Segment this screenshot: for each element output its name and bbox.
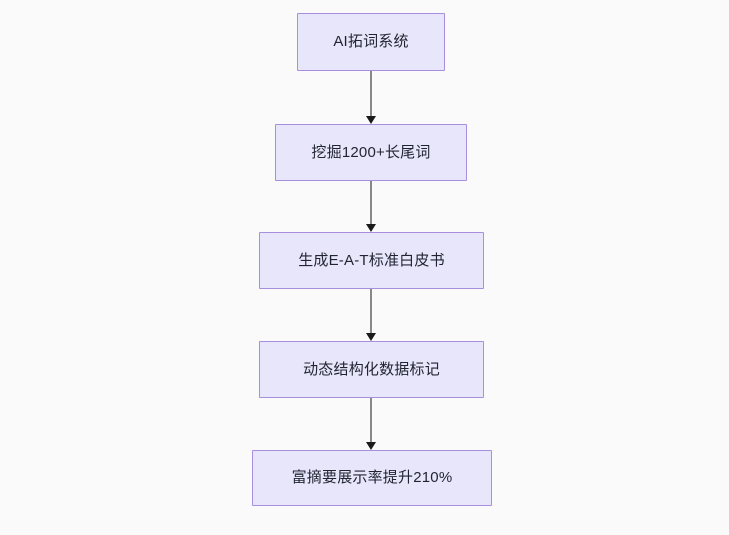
arrowhead-down-icon — [366, 224, 376, 232]
arrowhead-down-icon — [366, 116, 376, 124]
flow-node-label: 生成E-A-T标准白皮书 — [298, 251, 445, 269]
flow-node[interactable]: AI拓词系统 — [297, 13, 445, 71]
arrowhead-down-icon — [366, 333, 376, 341]
flow-node-label: 富摘要展示率提升210% — [291, 469, 453, 486]
arrowhead-down-icon — [366, 442, 376, 450]
flow-node[interactable]: 富摘要展示率提升210% — [252, 450, 492, 506]
flow-node[interactable]: 生成E-A-T标准白皮书 — [259, 232, 484, 289]
flow-node-label: 动态结构化数据标记 — [303, 360, 440, 378]
flow-node-label: AI拓词系统 — [333, 33, 409, 50]
flow-node[interactable]: 动态结构化数据标记 — [259, 341, 484, 398]
flow-node-label: 挖掘1200+长尾词 — [311, 143, 431, 161]
flow-node[interactable]: 挖掘1200+长尾词 — [275, 124, 467, 181]
connector-line — [370, 289, 372, 334]
connector-line — [370, 398, 372, 443]
connector-line — [370, 181, 372, 225]
connector-line — [370, 71, 372, 117]
